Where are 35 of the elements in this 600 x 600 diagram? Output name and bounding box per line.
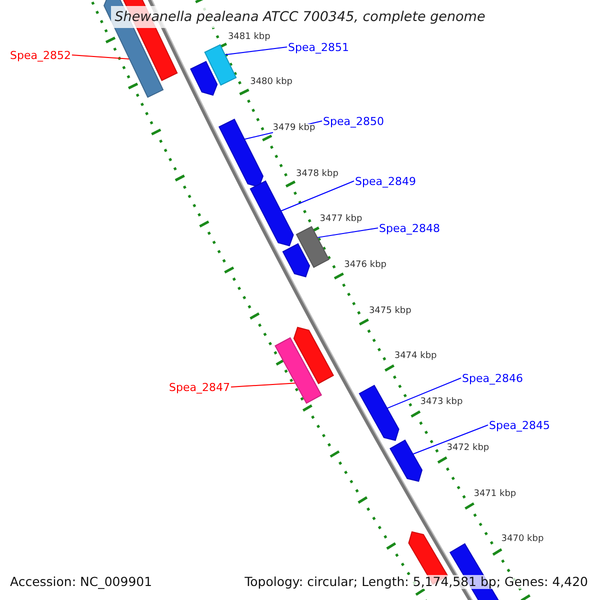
gene-feature [250, 180, 294, 246]
gene-feature [293, 326, 334, 384]
gene-label: Spea_2845 [489, 420, 550, 430]
leader-line [224, 46, 288, 56]
gene-feature [218, 118, 264, 188]
leader-line [412, 424, 488, 455]
leader-line [230, 382, 296, 388]
gene-feature [390, 440, 423, 482]
gene-label: Spea_2847 [169, 382, 230, 392]
tick-label: 3471 kbp [474, 490, 516, 498]
gene-feature [190, 60, 218, 96]
gene-feature [282, 243, 310, 278]
gene-label: Spea_2846 [462, 372, 523, 384]
gene-feature [274, 337, 322, 404]
leader-line [280, 180, 354, 212]
tick-label: 3472 kbp [446, 444, 490, 453]
gene-label: Spea_2849 [355, 176, 416, 186]
gene-label: Spea_2852 [10, 50, 71, 60]
gene-feature [358, 384, 400, 441]
leader-line [71, 54, 130, 60]
tick-label: 3474 kbp [394, 352, 437, 362]
leader-line [386, 378, 462, 409]
tick-label: 3473 kbp [420, 398, 463, 408]
gene-feature [204, 44, 237, 86]
tick-label: 3477 kbp [320, 215, 362, 224]
tick-label: 3470 kbp [501, 535, 544, 544]
genome-info-text: Topology: circular; Length: 5,174,581 bp; Genes: 4,420 [242, 574, 590, 590]
tick-label: 3480 kbp [250, 78, 292, 88]
tick-label: 3476 kbp [344, 261, 387, 270]
tick-label: 3475 kbp [368, 306, 412, 316]
gene-label: Spea_2851 [288, 42, 349, 52]
gene-label: Spea_2848 [379, 222, 440, 234]
gene-label: Spea_2850 [323, 116, 384, 126]
gene-feature [296, 226, 330, 268]
leader-line [316, 228, 378, 238]
